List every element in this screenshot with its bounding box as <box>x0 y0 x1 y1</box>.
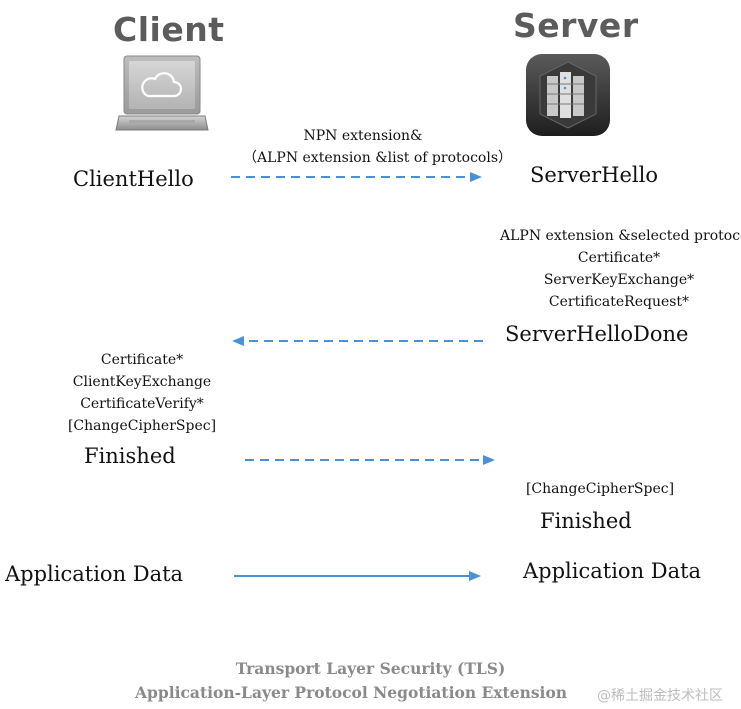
footer-title-line-1: Transport Layer Security (TLS) <box>235 659 506 678</box>
arrow-client-finished <box>245 455 495 465</box>
server-note-key-exchange: ServerKeyExchange* <box>543 272 695 288</box>
server-note-alpn: ALPN extension &selected protocol <box>500 228 741 244</box>
client-handshake-notes: Certificate* ClientKeyExchange Certifica… <box>56 349 228 437</box>
client-note-key-exchange: ClientKeyExchange <box>72 374 212 390</box>
arrow-client-hello <box>231 172 482 182</box>
client-note-certificate-verify: CertificateVerify* <box>80 396 204 412</box>
server-hello-message: ServerHello <box>530 163 658 187</box>
server-application-data: Application Data <box>523 559 702 583</box>
server-note-certificate-request: CertificateRequest* <box>548 294 690 310</box>
client-hello-message: ClientHello <box>73 167 194 191</box>
client-note-certificate: Certificate* <box>100 352 184 368</box>
server-note-change-cipher-spec: [ChangeCipherSpec] <box>525 481 675 497</box>
client-application-data: Application Data <box>5 562 184 586</box>
server-handshake-notes: ALPN extension &selected protocol Certif… <box>500 225 741 313</box>
server-heading: Server <box>513 6 639 45</box>
client-heading: Client <box>113 10 225 49</box>
arrow-1-label-line-2: （ALPN extension &list of protocols） <box>243 150 513 166</box>
laptop-cloud-icon <box>115 55 209 131</box>
footer-title-line-2: Application-Layer Protocol Negotiation E… <box>135 683 568 702</box>
client-finished-message: Finished <box>84 444 176 468</box>
server-hello-done-message: ServerHelloDone <box>505 322 689 346</box>
server-change-cipher-notes: [ChangeCipherSpec] <box>520 478 680 500</box>
arrow-application-data <box>234 571 481 581</box>
server-finished-message: Finished <box>540 509 632 533</box>
client-note-change-cipher-spec: [ChangeCipherSpec] <box>67 418 217 434</box>
arrow-1-label: NPN extension& （ALPN extension &list of … <box>243 125 513 169</box>
arrow-server-hello-done <box>232 336 483 346</box>
arrow-1-label-line-1: NPN extension& <box>303 128 423 144</box>
watermark: @稀土掘金技术社区 <box>597 688 723 704</box>
server-rack-icon <box>526 54 610 136</box>
server-note-certificate: Certificate* <box>577 250 661 266</box>
